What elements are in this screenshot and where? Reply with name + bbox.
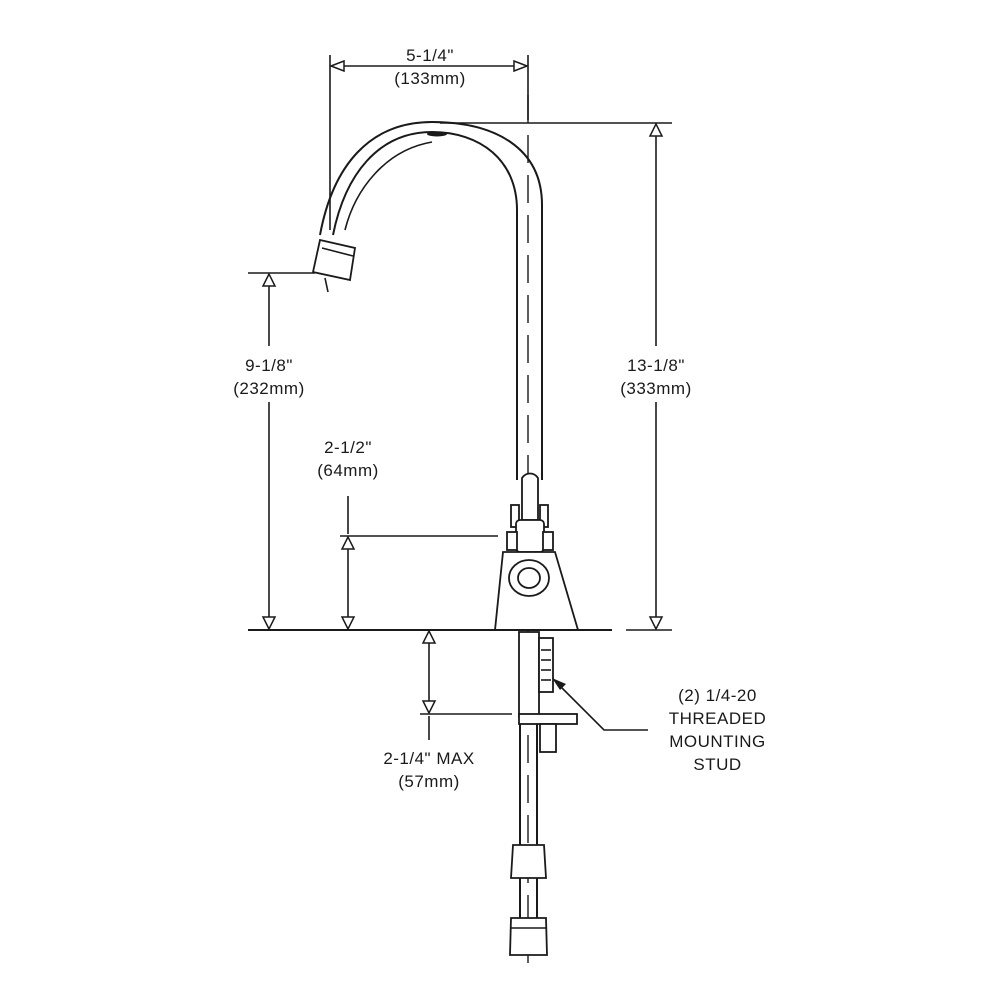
- dimension-spout-reach: [328, 55, 530, 230]
- handle-height-imperial: 2-1/2": [324, 438, 372, 457]
- callout-line-4: STUD: [693, 755, 742, 774]
- spout-reach-imperial: 5-1/4": [406, 46, 454, 65]
- callout-line-3: MOUNTING: [669, 732, 766, 751]
- overall-height-label: 13-1/8" (333mm): [606, 354, 706, 400]
- overall-height-metric: (333mm): [620, 379, 692, 398]
- handle-height-metric: (64mm): [317, 461, 379, 480]
- callout-line-2: THREADED: [668, 709, 767, 728]
- spout-reach-label: 5-1/4" (133mm): [380, 44, 480, 90]
- spout-clearance-metric: (232mm): [233, 379, 305, 398]
- overall-height-imperial: 13-1/8": [627, 356, 685, 375]
- callout-leader: [552, 678, 648, 731]
- spout-clearance-label: 9-1/8" (232mm): [219, 354, 319, 400]
- dimension-spout-clearance: [248, 272, 315, 631]
- spout-reach-metric: (133mm): [394, 69, 466, 88]
- mounting-stud-callout: (2) 1/4-20 THREADED MOUNTING STUD: [650, 684, 785, 776]
- handle-height-label: 2-1/2" (64mm): [298, 436, 398, 482]
- dimension-deck-thickness: [420, 629, 512, 740]
- deck-thickness-label: 2-1/4" MAX (57mm): [364, 747, 494, 793]
- dimension-overall-height: [440, 122, 672, 631]
- deck-thickness-metric: (57mm): [398, 772, 460, 791]
- aerator: [311, 238, 357, 293]
- callout-line-1: (2) 1/4-20: [678, 686, 757, 705]
- deck-thickness-imperial: 2-1/4" MAX: [383, 749, 475, 768]
- faucet-body: [494, 472, 580, 631]
- gooseneck-spout: [319, 120, 543, 480]
- below-deck-shank: [509, 631, 578, 956]
- spout-clearance-imperial: 9-1/8": [245, 356, 293, 375]
- dimension-handle-height: [340, 496, 498, 631]
